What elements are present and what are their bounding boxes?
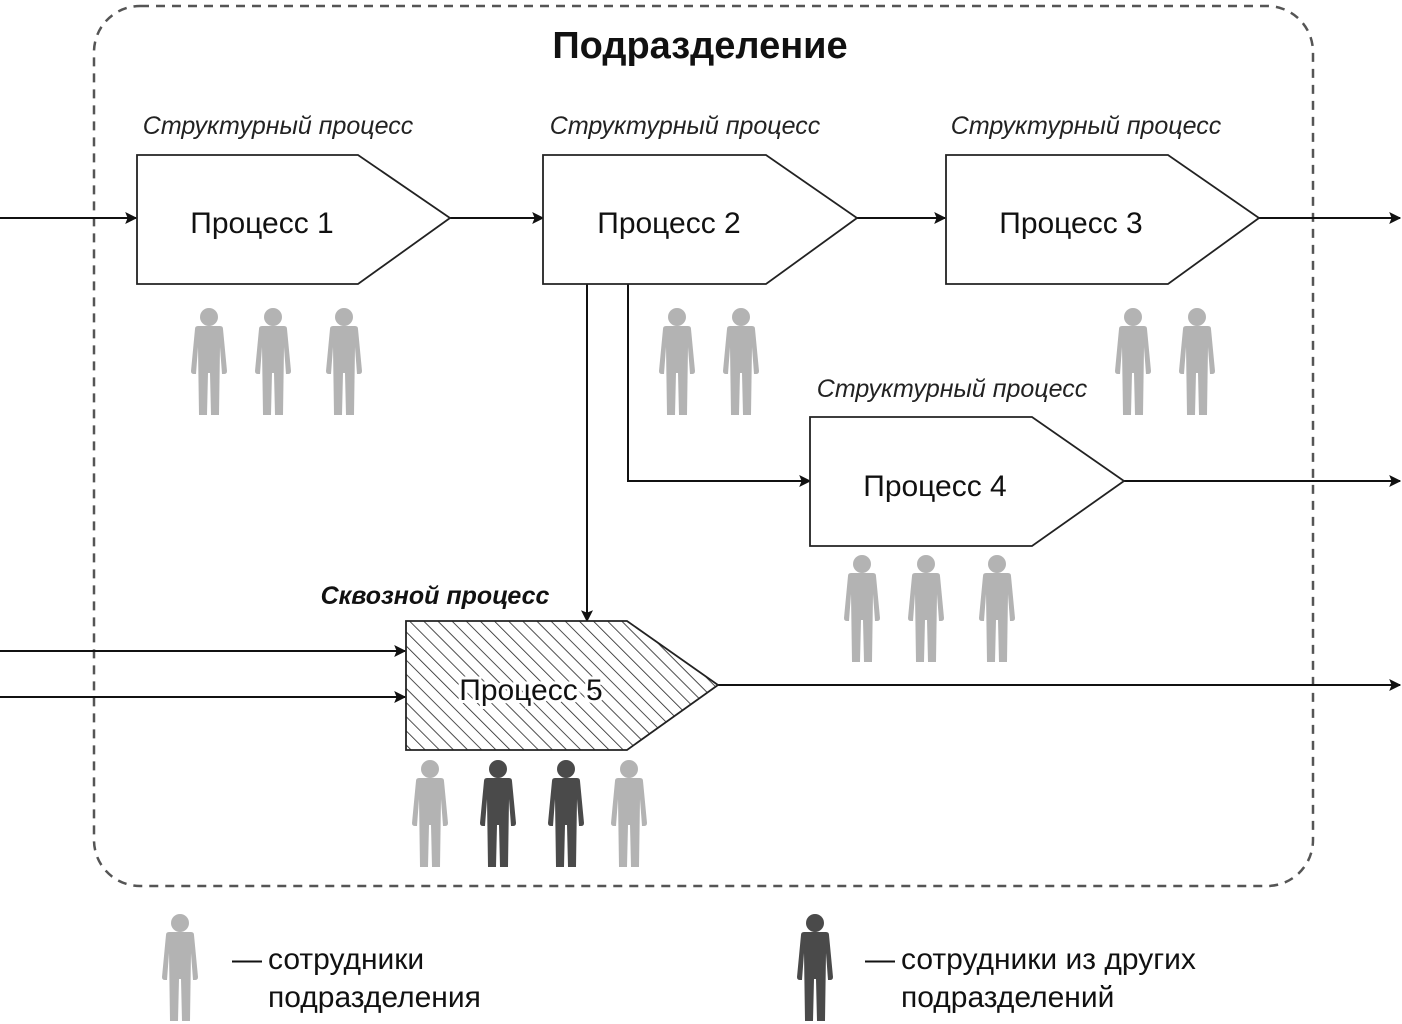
staff-process-2	[659, 308, 759, 415]
staff-own-icon	[844, 555, 880, 662]
department-title: Подразделение	[552, 25, 847, 67]
process-3-label: Процесс 3	[999, 207, 1142, 240]
legend-own-line-2: подразделения	[268, 981, 481, 1014]
process-1: Процесс 1	[136, 154, 452, 285]
staff-own-icon	[412, 760, 448, 867]
staff-process-5	[412, 760, 647, 867]
process-4: Процесс 4	[809, 416, 1126, 547]
process-2: Процесс 2	[542, 154, 859, 285]
staff-process-4	[844, 555, 1015, 662]
process-2-type-label: Структурный процесс	[550, 112, 821, 140]
process-2-label: Процесс 2	[597, 207, 740, 240]
process-3-type-label: Структурный процесс	[951, 112, 1222, 140]
process-1-type-label: Структурный процесс	[143, 112, 414, 140]
legend-other-line-1: сотрудники из других	[901, 943, 1196, 976]
legend-own-dash: —	[232, 943, 262, 976]
process-5-label: Процесс 5	[459, 674, 602, 707]
staff-own-icon	[908, 555, 944, 662]
legend: — сотрудники подразделения — сотрудники …	[162, 914, 1196, 1021]
process-5: Процесс 5	[405, 620, 720, 751]
staff-own-icon	[1115, 308, 1151, 415]
process-1-label: Процесс 1	[190, 207, 333, 240]
process-4-label: Процесс 4	[863, 470, 1006, 503]
staff-own-icon	[723, 308, 759, 415]
process-4-type-label: Структурный процесс	[817, 375, 1088, 403]
staff-own-icon	[191, 308, 227, 415]
process-5-type-label: Сквозной процесс	[321, 582, 550, 610]
legend-other-line-2: подразделений	[901, 981, 1114, 1014]
staff-own-icon	[979, 555, 1015, 662]
staff-own-icon	[255, 308, 291, 415]
staff-other-icon	[548, 760, 584, 867]
arrow-process-2-to-4	[627, 284, 812, 487]
staff-own-icon	[326, 308, 362, 415]
legend-other-dash: —	[865, 943, 895, 976]
staff-process-1	[191, 308, 362, 415]
staff-process-3	[1115, 308, 1215, 415]
legend-other-staff-icon	[797, 914, 833, 1021]
department-boundary	[92, 4, 1315, 888]
legend-own-staff-icon	[162, 914, 198, 1021]
staff-own-icon	[611, 760, 647, 867]
staff-own-icon	[659, 308, 695, 415]
staff-other-icon	[480, 760, 516, 867]
process-3: Процесс 3	[945, 154, 1261, 285]
staff-own-icon	[1179, 308, 1215, 415]
legend-own-line-1: сотрудники	[268, 943, 424, 976]
